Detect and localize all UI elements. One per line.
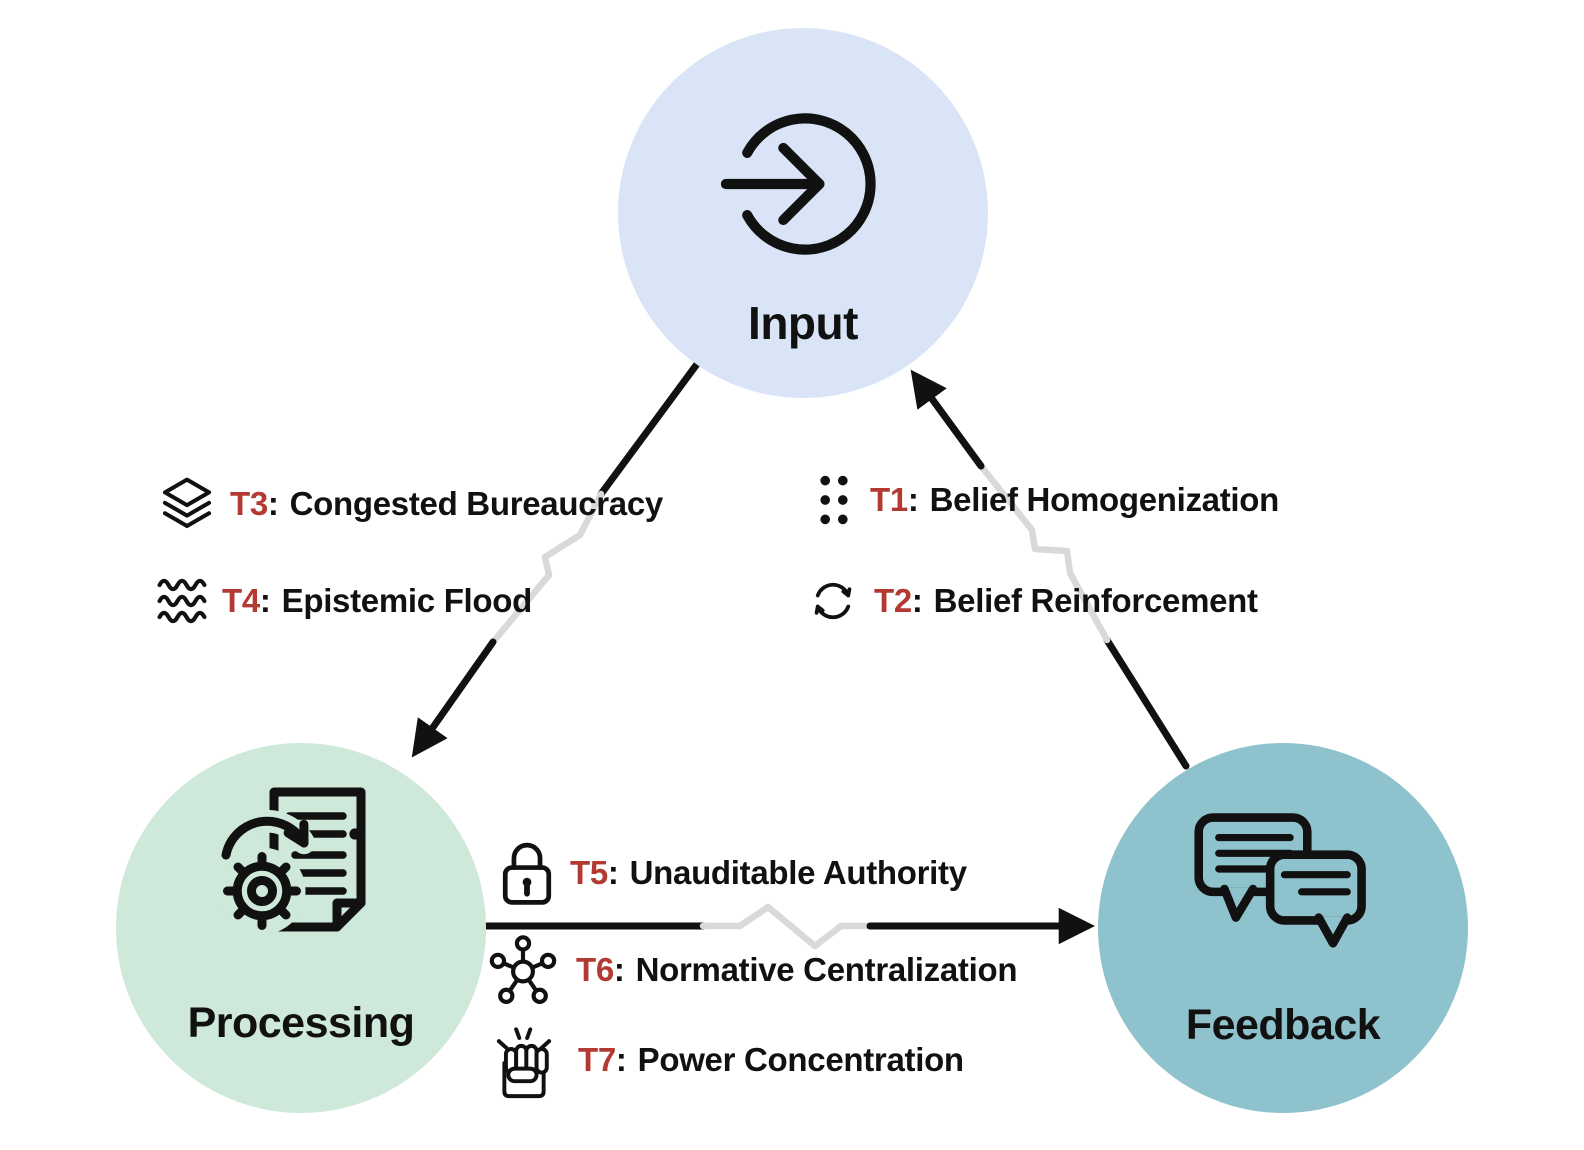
threat-label: T3: Congested Bureaucracy	[230, 485, 663, 523]
layers-icon	[158, 474, 216, 534]
arrow-processing-to-feedback	[482, 903, 1096, 950]
node-input-label: Input	[748, 297, 858, 349]
fist-icon	[484, 1016, 564, 1104]
threat-label: T7: Power Concentration	[578, 1041, 964, 1079]
threat-t6: T6: Normative Centralization	[484, 932, 1017, 1008]
threat-t2: T2: Belief Reinforcement	[806, 574, 1258, 628]
threat-id: T7	[578, 1041, 616, 1078]
threat-name: Epistemic Flood	[281, 582, 533, 619]
refresh-icon	[806, 574, 860, 628]
threat-t3: T3: Congested Bureaucracy	[158, 474, 663, 534]
threat-name: Belief Homogenization	[929, 481, 1280, 518]
threat-separator: :	[615, 1041, 627, 1078]
arrow-input-to-processing	[411, 360, 701, 758]
chat-bubbles-icon	[1190, 809, 1376, 959]
document-gear-icon	[211, 777, 391, 957]
threat-id: T6	[576, 951, 614, 988]
threat-name: Power Concentration	[637, 1041, 964, 1078]
node-feedback: Feedback	[1098, 743, 1468, 1113]
network-icon	[484, 932, 562, 1008]
node-processing: Processing	[116, 743, 486, 1113]
threat-id: T2	[874, 582, 912, 619]
node-input: Input	[618, 28, 988, 398]
threat-t7: T7: Power Concentration	[484, 1016, 964, 1104]
waves-icon	[156, 576, 208, 626]
threat-label: T6: Normative Centralization	[576, 951, 1017, 989]
threat-separator: :	[613, 951, 625, 988]
threat-separator: :	[259, 582, 271, 619]
threat-separator: :	[911, 582, 923, 619]
threat-t4: T4: Epistemic Flood	[156, 576, 532, 626]
threat-id: T1	[870, 481, 908, 518]
threat-name: Normative Centralization	[635, 951, 1018, 988]
threat-id: T4	[222, 582, 260, 619]
arrow-feedback-to-input	[910, 369, 1190, 770]
login-arrow-icon	[721, 102, 885, 266]
threat-label: T5: Unauditable Authority	[570, 854, 967, 892]
threat-t1: T1: Belief Homogenization	[812, 470, 1279, 530]
threat-separator: :	[607, 854, 619, 891]
threat-t5: T5: Unauditable Authority	[498, 838, 967, 908]
dots-grid-icon	[812, 470, 856, 530]
threat-id: T3	[230, 485, 268, 522]
lock-icon	[498, 838, 556, 908]
threat-separator: :	[907, 481, 919, 518]
threat-name: Belief Reinforcement	[933, 582, 1258, 619]
threat-name: Unauditable Authority	[629, 854, 967, 891]
threat-separator: :	[267, 485, 279, 522]
threat-id: T5	[570, 854, 608, 891]
node-processing-label: Processing	[187, 999, 415, 1047]
threat-label: T2: Belief Reinforcement	[874, 582, 1258, 620]
threat-name: Congested Bureaucracy	[289, 485, 664, 522]
threat-label: T1: Belief Homogenization	[870, 481, 1279, 519]
node-feedback-label: Feedback	[1185, 1001, 1381, 1049]
threat-label: T4: Epistemic Flood	[222, 582, 532, 620]
